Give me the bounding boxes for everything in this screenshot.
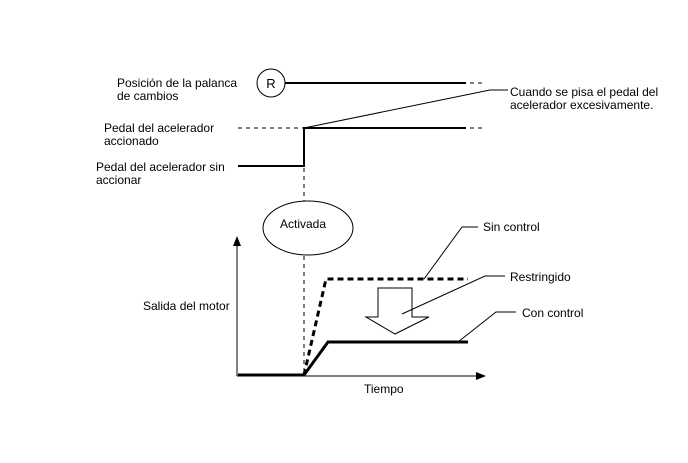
restriction-arrow <box>364 287 430 335</box>
restricted-label: Restringido <box>510 270 571 284</box>
activated-ellipse <box>262 200 354 256</box>
y-axis-arrow <box>233 236 241 246</box>
callout-leader <box>303 89 508 129</box>
pedal-pressed-label: Pedal del acelerador accionado <box>104 121 215 148</box>
time-label: Tiempo <box>364 382 404 396</box>
with-control-leader <box>457 311 516 343</box>
motor-output-label: Salida del motor <box>143 299 230 313</box>
pedal-released-label: Pedal del acelerador sin accionar <box>96 160 225 187</box>
with-control-curve <box>302 340 468 376</box>
with-control-label: Con control <box>522 306 584 320</box>
pedal-signal <box>238 127 466 167</box>
lever-position-label: Posición de la palanca de cambios <box>117 76 238 103</box>
x-axis-arrow <box>476 372 486 380</box>
lever-r-symbol: R <box>266 76 275 91</box>
no-control-label: Sin control <box>483 220 540 234</box>
restricted-leader <box>401 275 505 315</box>
no-control-curve <box>302 277 468 376</box>
callout-label: Cuando se pisa el pedal del acelerador e… <box>510 85 659 112</box>
activated-label: Activada <box>280 217 326 231</box>
no-control-leader <box>423 226 478 280</box>
